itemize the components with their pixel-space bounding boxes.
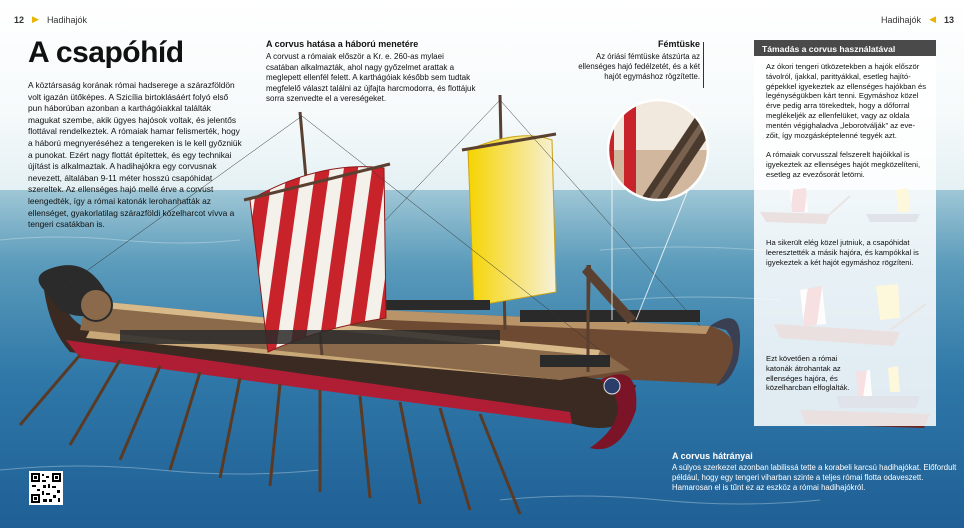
page-triangle-icon: ▶ (32, 14, 39, 24)
drawbacks-heading: A corvus hátrányai (672, 451, 753, 461)
spike-zoom-circle (606, 98, 710, 321)
spike-callout-line (703, 42, 704, 88)
sidebar-paragraph-2: A rómaiak corvusszal felszerelt hajóikka… (766, 150, 921, 179)
intro-text: A köztársaság korának római hadserege a … (28, 80, 242, 230)
sidebar-paragraph-4: Ezt követően a római katonák átrohantak … (766, 354, 850, 393)
sidebar-paragraph-3: Ha sikerült elég közel jutniuk, a csapóh… (766, 238, 919, 267)
page-title: A csapóhíd (28, 36, 184, 69)
qr-code-icon[interactable] (29, 471, 63, 505)
page-triangle-icon: ◀ (929, 14, 936, 24)
effect-text: A corvust a rómaiak először a Kr. e. 260… (266, 52, 476, 103)
effect-heading: A corvus hatása a háború menetére (266, 39, 419, 49)
drawbacks-text: A súlyos szerkezet azonban labilissá tet… (672, 463, 957, 493)
page-number-right: 13 (943, 14, 954, 25)
page-number-left: 12 (14, 14, 25, 25)
soldiers (330, 300, 700, 322)
front-ship (18, 111, 637, 515)
header-left: 12 ▶ Hadihajók (14, 14, 87, 25)
spike-heading: Fémtüske (657, 39, 700, 49)
section-label-left: Hadihajók (46, 14, 87, 25)
section-label-right: Hadihajók (881, 14, 922, 25)
header-right: Hadihajók ◀ 13 (881, 14, 954, 25)
spike-text: Az óriási fémtüske átszúrta az ellensége… (578, 52, 700, 82)
sidebar-paragraph-1: Az ókori tengeri ütközetekben a hajók el… (766, 62, 926, 140)
sidebar-heading: Támadás a corvus használatával (754, 40, 936, 56)
sidebar-box: Támadás a corvus használatával Az ókori … (754, 40, 936, 426)
